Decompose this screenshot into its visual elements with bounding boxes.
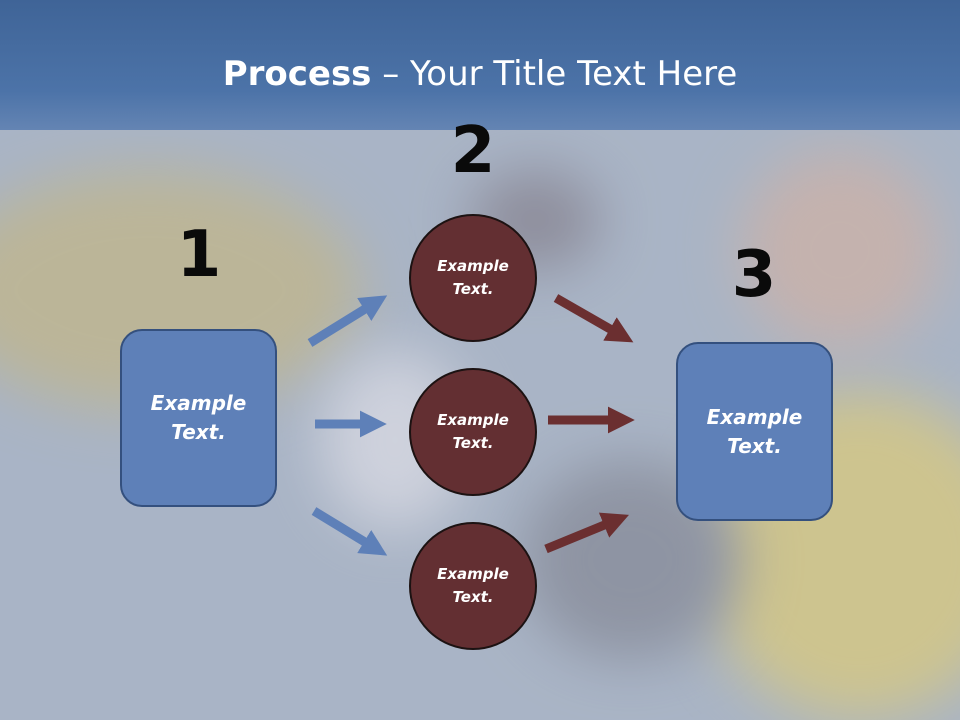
step-1-text: Example Text. [150, 391, 247, 444]
title-bold: Process [222, 54, 372, 94]
title-rest: – Your Title Text Here [371, 54, 738, 94]
step-1-box[interactable]: Example Text. [120, 329, 277, 507]
arrow-icon [553, 294, 634, 343]
step-number-2: 2 [450, 114, 496, 188]
title-bar [0, 0, 960, 130]
step-2-circle-top[interactable]: Example Text. [409, 214, 537, 342]
step-2-circle-bottom[interactable]: Example Text. [409, 522, 537, 650]
step-2-circle-middle[interactable]: Example Text. [409, 368, 537, 496]
step-3-text: Example Text. [706, 404, 803, 458]
step-3-box[interactable]: Example Text. [676, 342, 833, 521]
background-photo-skin [740, 150, 940, 350]
arrow-icon [311, 507, 388, 556]
arrow-icon [307, 295, 388, 347]
arrow-icon [544, 512, 629, 554]
step-2-text-bottom: Example Text. [437, 565, 509, 606]
step-2-text-top: Example Text. [437, 257, 509, 298]
step-number-1: 1 [176, 218, 222, 292]
step-2-text-middle: Example Text. [437, 411, 509, 452]
step-number-3: 3 [731, 238, 777, 312]
slide-title: Process – Your Title Text Here [0, 52, 960, 96]
